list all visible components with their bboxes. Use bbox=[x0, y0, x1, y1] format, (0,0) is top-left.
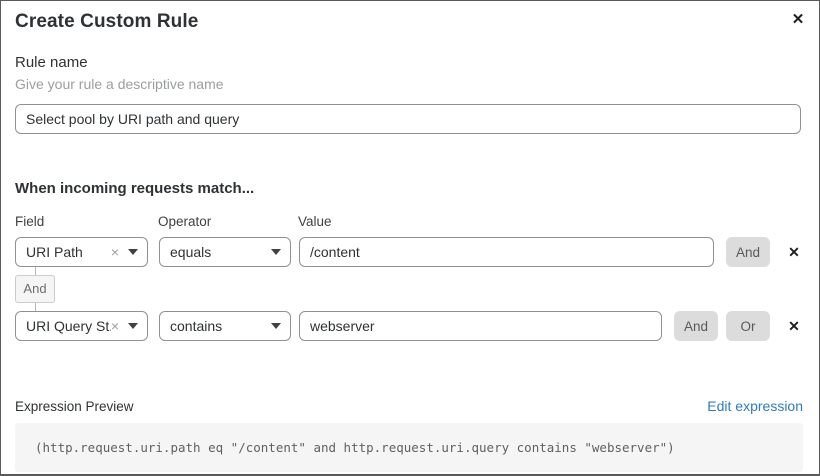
field-select[interactable]: URI Path × bbox=[15, 237, 148, 267]
expression-preview-section: Expression Preview Edit expression (http… bbox=[15, 398, 803, 472]
value-input[interactable] bbox=[299, 237, 714, 267]
operator-select-value: contains bbox=[170, 318, 223, 334]
column-labels: Field Operator Value bbox=[15, 214, 803, 229]
delete-condition-icon[interactable]: ✕ bbox=[785, 237, 803, 267]
operator-select[interactable]: contains bbox=[159, 311, 291, 341]
chevron-down-icon bbox=[271, 323, 281, 329]
and-connector-badge: And bbox=[15, 275, 55, 303]
operator-select[interactable]: equals bbox=[159, 237, 291, 267]
delete-condition-icon[interactable]: ✕ bbox=[785, 311, 803, 341]
condition-row: URI Path × equals And ✕ bbox=[15, 237, 803, 267]
clear-field-icon[interactable]: × bbox=[110, 244, 119, 260]
connector-line bbox=[35, 303, 36, 311]
chevron-down-icon bbox=[128, 323, 138, 329]
match-section: When incoming requests match... Field Op… bbox=[15, 180, 803, 341]
field-select-value: URI Path bbox=[26, 244, 83, 260]
chevron-down-icon bbox=[128, 249, 138, 255]
and-button[interactable]: And bbox=[726, 237, 770, 267]
edit-expression-link[interactable]: Edit expression bbox=[707, 398, 803, 414]
field-select-value: URI Query St... bbox=[26, 318, 111, 334]
match-heading: When incoming requests match... bbox=[15, 180, 255, 197]
expression-preview-label: Expression Preview bbox=[15, 399, 134, 414]
connector: And bbox=[15, 267, 803, 311]
expression-code: (http.request.uri.path eq "/content" and… bbox=[35, 440, 675, 455]
expression-code-block: (http.request.uri.path eq "/content" and… bbox=[15, 423, 803, 472]
chevron-down-icon bbox=[271, 249, 281, 255]
rule-name-section: Rule name Give your rule a descriptive n… bbox=[15, 54, 803, 134]
clear-field-icon[interactable]: × bbox=[110, 318, 119, 334]
operator-column-label: Operator bbox=[158, 214, 212, 229]
rule-name-hint: Give your rule a descriptive name bbox=[15, 76, 224, 92]
and-button[interactable]: And bbox=[674, 311, 718, 341]
dialog-title: Create Custom Rule bbox=[15, 11, 199, 32]
or-button[interactable]: Or bbox=[726, 311, 770, 341]
operator-select-value: equals bbox=[170, 244, 212, 260]
field-select[interactable]: URI Query St... × bbox=[15, 311, 148, 341]
rule-name-input[interactable] bbox=[15, 104, 801, 134]
value-input[interactable] bbox=[299, 311, 662, 341]
condition-row: URI Query St... × contains And Or ✕ bbox=[15, 311, 803, 341]
connector-line bbox=[35, 267, 36, 275]
close-icon[interactable]: ✕ bbox=[787, 9, 809, 31]
value-column-label: Value bbox=[298, 214, 332, 229]
rule-name-label: Rule name bbox=[15, 54, 88, 71]
field-column-label: Field bbox=[15, 214, 45, 229]
